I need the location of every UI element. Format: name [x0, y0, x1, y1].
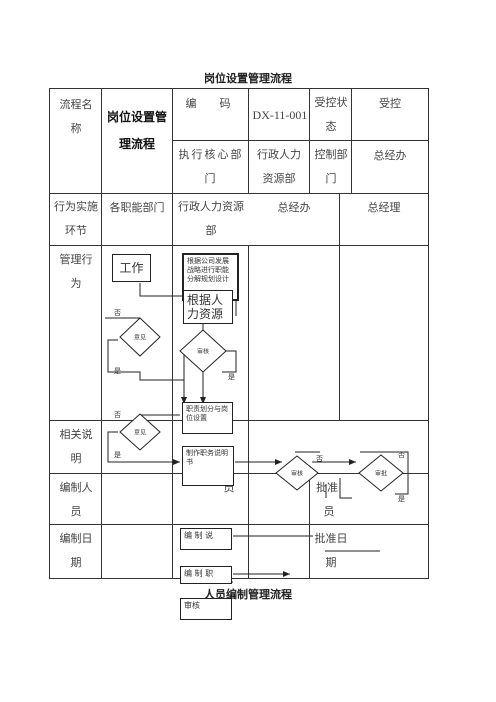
mgmt-label: 管理行为 [59, 253, 93, 290]
diamond-review2 [275, 455, 319, 491]
control-dept-value: 总经办 [373, 149, 407, 162]
approve-date-label: 批准日期 [314, 532, 348, 569]
code-value: DX-11-001 [252, 108, 308, 122]
box-work: 工作 [112, 254, 151, 282]
yes-label-1: 是 [114, 367, 121, 375]
box-according: 根据人力资源 [183, 290, 233, 324]
code-label: 编 码 [185, 97, 237, 110]
no-label-2: 否 [114, 411, 121, 419]
lane-col4: 总经理 [367, 201, 401, 214]
no-label-1: 否 [114, 309, 121, 317]
approve-suffix: 员 [323, 505, 335, 518]
d-review-text: 审核 [196, 348, 210, 356]
box-edit2: 编 制 职 [180, 566, 232, 584]
diamond-opinion1 [119, 317, 161, 357]
diamond-opinion2 [119, 413, 161, 451]
yes-label-3: 是 [114, 451, 121, 459]
exec-core-value: 行政人力资源部 [257, 148, 301, 185]
date-label: 编制日期 [59, 532, 93, 569]
yes-label-4: 是 [398, 495, 405, 503]
diamond-review [179, 329, 227, 373]
controlled-state-value: 受控 [379, 97, 401, 110]
box-division: 职责划分与岗位设置 [182, 402, 233, 434]
control-dept-label: 控制部门 [314, 148, 348, 185]
exec-core-label: 执行核心部门 [178, 148, 244, 185]
no-label-4: 否 [398, 451, 405, 459]
d-approve-text: 审批 [374, 470, 388, 478]
process-name-label: 流程名称 [59, 97, 93, 135]
process-name-value: 岗位设置管理流程 [106, 110, 167, 151]
lane-col2: 行政人力资源部 [178, 200, 244, 237]
diamond-approve [358, 454, 404, 492]
d-opinion2-text: 意见 [133, 429, 147, 437]
controlled-state-label: 受控状态 [314, 96, 348, 133]
box-desc: 制作职务说明书 [182, 446, 234, 486]
yes-label-2: 是 [228, 373, 235, 381]
d-opinion1-text: 意见 [133, 334, 147, 342]
box-edit1: 编 制 说 [180, 528, 232, 550]
approve-prefix: 批准 [316, 481, 338, 494]
second-title: 人员编制管理流程 [204, 588, 292, 601]
author-label: 编制人员 [59, 481, 93, 518]
d-review2-text: 审核 [290, 470, 304, 478]
notes-label: 相关说明 [59, 428, 93, 465]
lane-row-label: 行为实施环节 [54, 200, 98, 237]
box-audit: 审核 [180, 598, 232, 620]
page-title: 岗位设置管理流程 [204, 72, 292, 85]
lane-col3: 总经办 [277, 201, 311, 214]
lane-col1: 各职能部门 [109, 201, 165, 214]
author-suffix: 员 [223, 481, 235, 494]
no-label-3: 否 [316, 455, 323, 463]
